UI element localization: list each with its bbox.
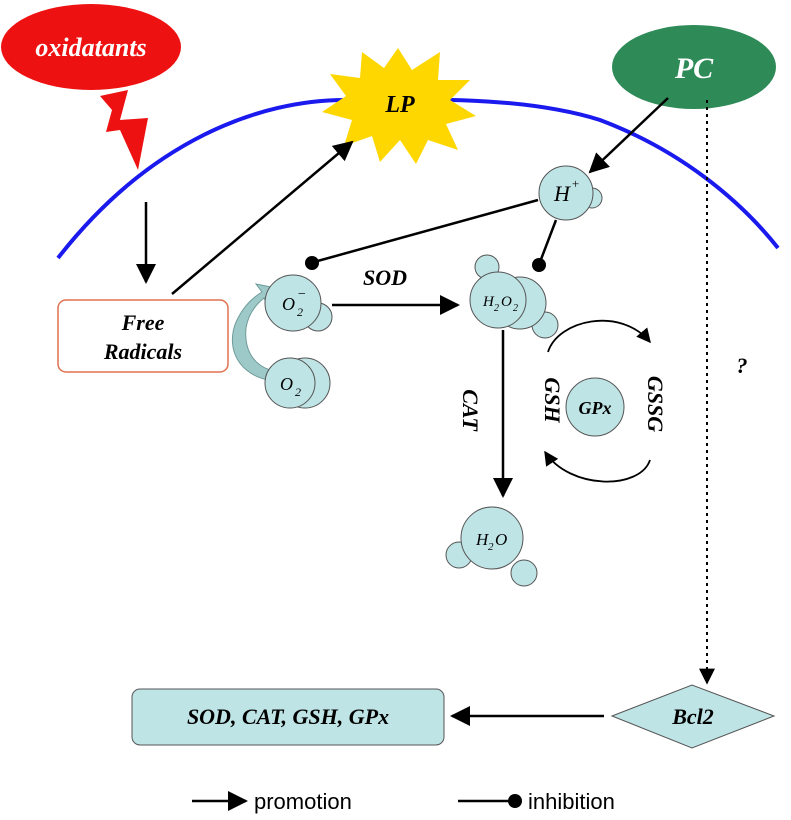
sod-label: SOD — [363, 265, 407, 290]
gpx-label: GPx — [579, 398, 612, 418]
antioxidant-enzymes-label: SOD, CAT, GSH, GPx — [187, 704, 389, 729]
o2-conversion-curved-arrow — [231, 283, 277, 381]
pc-to-hplus-arrow — [588, 97, 669, 174]
hplus-inhibits-superoxide — [313, 198, 539, 264]
superoxide-base: O — [282, 294, 295, 314]
pc-node: PC — [612, 25, 776, 109]
pc-label: PC — [674, 52, 714, 85]
superoxide-sup: − — [297, 287, 306, 302]
superoxide-sub: 2 — [297, 305, 303, 319]
legend-inhibition-dot-icon — [508, 794, 522, 808]
lightning-bolt-icon — [100, 90, 148, 170]
oxidants-node: oxidatants — [1, 4, 181, 90]
oxygen-base: O — [280, 374, 293, 394]
antioxidant-enzymes-node: SOD, CAT, GSH, GPx — [131, 688, 445, 746]
legend-inhibition-label: inhibition — [528, 789, 615, 814]
hydrogen-peroxide-molecule: H 2 O 2 — [469, 254, 559, 339]
unknown-mechanism-question: ? — [737, 353, 748, 378]
hplus-inhibits-h2o2-head — [532, 258, 546, 272]
cat-label: CAT — [458, 389, 483, 432]
proton-sup: + — [571, 176, 580, 191]
free-radicals-label-line2: Radicals — [103, 339, 182, 364]
oxygen-sub: 2 — [295, 385, 301, 399]
lp-node: LP — [322, 48, 476, 164]
hplus-inhibits-superoxide-head — [305, 256, 319, 270]
bcl2-node: Bcl2 — [610, 684, 776, 749]
free-radicals-node: Free Radicals — [57, 299, 229, 373]
water-o: O — [495, 530, 507, 549]
lp-label: LP — [384, 92, 415, 118]
oxidants-label: oxidatants — [35, 33, 146, 62]
h2o2-o: O — [501, 294, 512, 310]
superoxide-molecule: O 2 − — [264, 274, 333, 332]
oxygen-molecule: O 2 — [264, 357, 331, 409]
free-radicals-to-lp-arrow — [171, 140, 354, 295]
h2o2-o-sub: 2 — [513, 303, 518, 314]
h2o2-h: H — [482, 294, 495, 310]
gpx-node: GPx — [565, 377, 625, 437]
gsh-to-gssg-arrow — [547, 319, 651, 353]
legend: promotion inhibition — [192, 789, 615, 814]
water-molecule: H 2 O — [445, 506, 538, 587]
proton-base: H — [553, 181, 571, 206]
gsh-label: GSH — [540, 377, 565, 423]
gssg-label: GSSG — [643, 376, 668, 432]
proton-molecule: H + — [538, 165, 603, 221]
h2o2-h-sub: 2 — [494, 303, 499, 314]
free-radicals-label-line1: Free — [121, 310, 165, 335]
gssg-to-gsh-arrow — [544, 450, 651, 483]
bcl2-label: Bcl2 — [671, 704, 714, 729]
hplus-inhibits-h2o2 — [538, 219, 558, 263]
legend-promotion-label: promotion — [254, 789, 352, 814]
water-h: H — [475, 530, 490, 549]
water-h-sub: 2 — [488, 541, 494, 553]
